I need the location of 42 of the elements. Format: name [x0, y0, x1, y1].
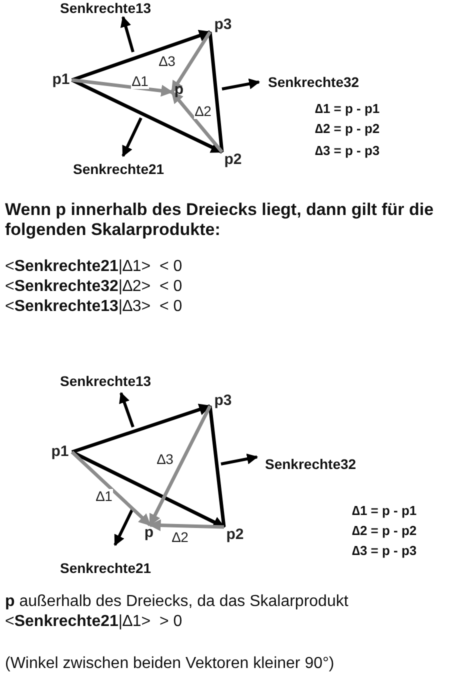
point-label: p1	[50, 72, 72, 88]
inequality: <Senkrechte32|∆2> < 0	[5, 278, 182, 296]
normal-vector-label: Senkrechte21	[60, 560, 152, 576]
equation: ∆1 = p - p1	[315, 101, 380, 116]
inequality: <Senkrechte21|∆1> < 0	[5, 258, 182, 276]
normal-vector-label: Senkrechte13	[60, 373, 152, 389]
edge-label: ∆2	[194, 104, 212, 119]
point-label: p2	[224, 527, 246, 543]
point-label: p3	[210, 393, 236, 409]
point-label: p	[142, 525, 156, 541]
equation: ∆2 = p - p2	[352, 523, 417, 538]
arrow	[148, 519, 224, 532]
point-label: p	[172, 82, 186, 98]
point-label: p1	[48, 444, 72, 460]
arrow	[71, 78, 224, 154]
edge-label: ∆2	[171, 530, 190, 545]
conclusion-text: p außerhalb des Dreiecks, da das Skalarprodukt <Senkrechte21|∆1> > 0	[5, 592, 350, 632]
condition-text: Wenn p innerhalb des Dreiecks liegt, dann gilt für die folgenden Skalarprodukte:	[5, 200, 435, 240]
note-text: (Winkel zwischen beiden Vektoren kleiner 90°)	[5, 655, 334, 673]
arrow	[148, 405, 212, 526]
normal-vector-label: Senkrechte32	[268, 74, 360, 90]
arrow	[70, 450, 152, 526]
edge-label: ∆1	[95, 489, 114, 504]
arrow	[72, 78, 174, 97]
equation: ∆1 = p - p1	[352, 503, 417, 518]
equation: ∆3 = p - p3	[315, 143, 380, 158]
point-label: p2	[222, 152, 244, 168]
equation: ∆3 = p - p3	[352, 543, 417, 558]
arrow	[71, 30, 212, 82]
edge-label: ∆3	[158, 54, 176, 69]
arrow	[71, 404, 212, 454]
arrow	[170, 90, 224, 154]
arrow	[71, 450, 226, 529]
normal-vector-label: Senkrechte13	[60, 0, 152, 16]
edge-label: ∆1	[131, 74, 150, 89]
inequality: <Senkrechte13|∆3> < 0	[5, 298, 182, 316]
normal-vector-label: Senkrechte21	[73, 161, 164, 177]
edge-label: ∆3	[156, 452, 174, 467]
arrow	[170, 31, 212, 94]
point-label: p3	[210, 17, 236, 33]
equation: ∆2 = p - p2	[315, 121, 380, 136]
normal-vector-label: Senkrechte32	[265, 456, 356, 472]
